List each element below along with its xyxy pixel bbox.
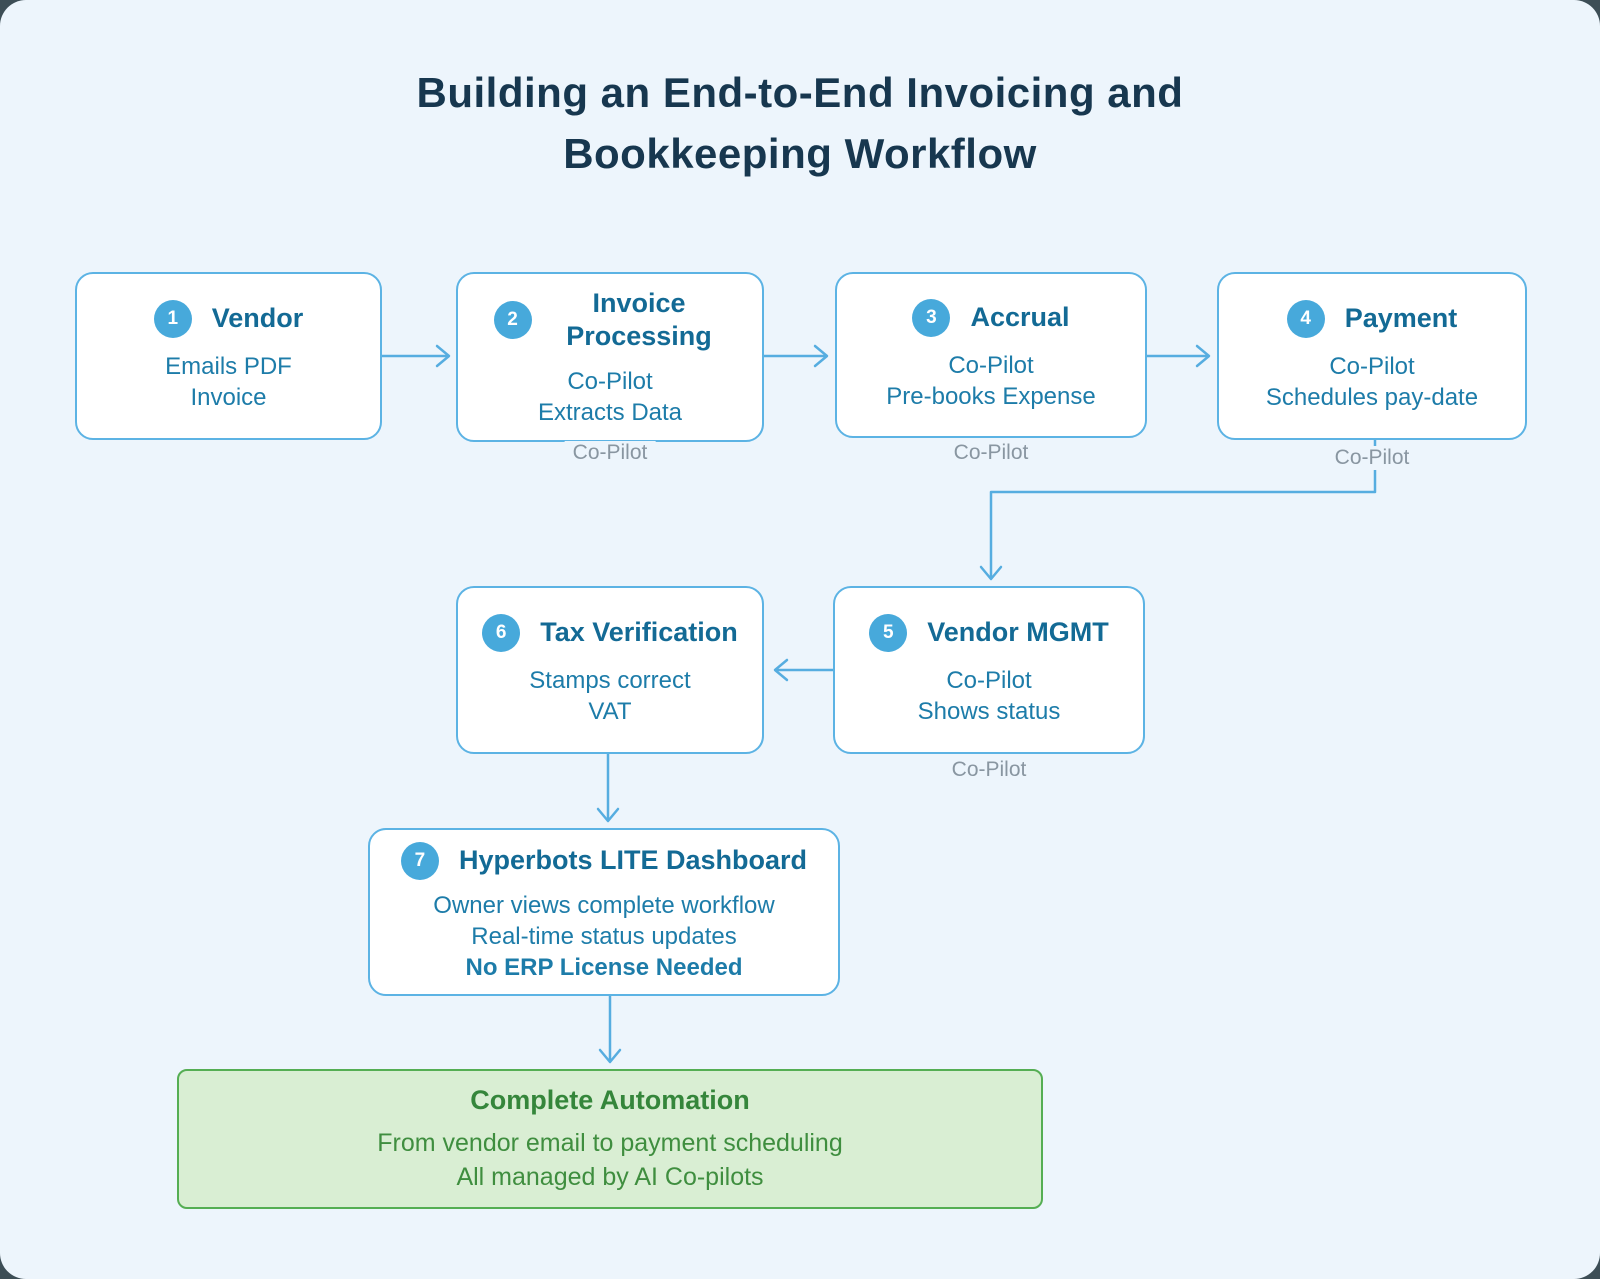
step-number-badge: 1 — [153, 299, 192, 338]
copilot-caption-invoice: Co-Pilot — [564, 441, 656, 465]
step-box-accrual: 3 Accrual Co-Pilot Pre-books Expense — [835, 272, 1147, 438]
result-body-line: All managed by AI Co-pilots — [456, 1163, 764, 1191]
page-title-line-1: Building an End-to-End Invoicing and — [416, 69, 1184, 116]
step-body: Co-Pilot Extracts Data — [538, 366, 682, 428]
step-body-line: Co-Pilot — [567, 367, 653, 395]
step-header: 4 Payment — [1286, 299, 1458, 338]
step-box-payment: 4 Payment Co-Pilot Schedules pay-date — [1217, 272, 1527, 440]
step-number-badge: 3 — [912, 298, 951, 337]
step-body-line: Schedules pay-date — [1265, 383, 1479, 411]
step-number-badge: 2 — [493, 300, 532, 339]
arrowhead-right-3 — [1195, 344, 1211, 368]
step-body-line: Co-Pilot — [946, 666, 1032, 694]
step-header: 5 Vendor MGMT — [869, 613, 1109, 652]
arrowhead-right-2 — [813, 344, 829, 368]
step-header: 6 Tax Verification — [482, 613, 738, 652]
step-box-tax-verification: 6 Tax Verification Stamps correct VAT — [456, 586, 764, 754]
result-body: From vendor email to payment scheduling … — [377, 1126, 843, 1194]
step-title: Payment — [1344, 303, 1458, 333]
step-body-line: Real-time status updates — [471, 922, 737, 950]
step-title: Accrual — [970, 302, 1070, 332]
step-body-line: Co-Pilot — [948, 351, 1034, 379]
step-title: Vendor — [211, 303, 304, 333]
step-body: Co-Pilot Pre-books Expense — [886, 350, 1095, 412]
step-box-vendor: 1 Vendor Emails PDF Invoice — [75, 272, 382, 440]
arrowhead-down-6 — [596, 807, 620, 823]
arrow-payment-to-vendormgmt — [989, 438, 1377, 578]
step-number-badge: 6 — [482, 613, 521, 652]
step-header: 3 Accrual — [912, 298, 1070, 337]
arrowhead-right-1 — [435, 344, 451, 368]
copilot-caption-payment: Co-Pilot — [1326, 446, 1418, 470]
step-box-invoice-processing: 2 Invoice Processing Co-Pilot Extracts D… — [456, 272, 764, 442]
result-box-complete-automation: Complete Automation From vendor email to… — [177, 1069, 1043, 1209]
step-body-line: Shows status — [917, 697, 1061, 725]
step-body-line: Extracts Data — [537, 398, 683, 426]
step-body: Stamps correct VAT — [529, 665, 690, 727]
step-body: Emails PDF Invoice — [165, 351, 292, 413]
step-body-line: Emails PDF — [165, 352, 292, 380]
step-header: 7 Hyperbots LITE Dashboard — [400, 841, 808, 880]
page-title-line-2: Bookkeeping Workflow — [563, 130, 1037, 177]
page-title: Building an End-to-End Invoicing and Boo… — [0, 62, 1600, 184]
step-body-line: Invoice — [190, 383, 267, 411]
step-box-hyperbots-dashboard: 7 Hyperbots LITE Dashboard Owner views c… — [368, 828, 840, 996]
step-body-line: Owner views complete workflow — [433, 891, 775, 919]
arrowhead-left-5 — [773, 658, 789, 682]
step-header: 1 Vendor — [153, 299, 304, 338]
step-number-badge: 4 — [1286, 299, 1325, 338]
step-number-badge: 5 — [869, 613, 908, 652]
step-title: Hyperbots LITE Dashboard — [458, 845, 808, 875]
step-body-line: Pre-books Expense — [886, 382, 1096, 410]
step-title: Vendor MGMT — [927, 617, 1109, 647]
step-title: Tax Verification — [540, 617, 738, 647]
result-body-line: From vendor email to payment scheduling — [377, 1129, 843, 1157]
step-header: 2 Invoice Processing — [493, 287, 727, 353]
step-body-line: VAT — [588, 697, 632, 725]
copilot-caption-vendor-mgmt: Co-Pilot — [943, 758, 1035, 782]
step-body-line-bold: No ERP License Needed — [465, 953, 743, 981]
step-box-vendor-mgmt: 5 Vendor MGMT Co-Pilot Shows status — [833, 586, 1145, 754]
arrowhead-down-4 — [979, 565, 1003, 581]
result-title: Complete Automation — [470, 1085, 750, 1115]
step-body: Co-Pilot Shows status — [918, 665, 1061, 727]
copilot-caption-accrual: Co-Pilot — [945, 441, 1037, 465]
step-title: Invoice Processing — [566, 287, 712, 351]
arrowhead-down-7 — [598, 1048, 622, 1064]
step-body: Co-Pilot Schedules pay-date — [1266, 351, 1478, 413]
step-body: Owner views complete workflow Real-time … — [433, 890, 774, 983]
step-body-line: Stamps correct — [529, 666, 691, 694]
step-number-badge: 7 — [400, 841, 439, 880]
step-body-line: Co-Pilot — [1329, 352, 1415, 380]
